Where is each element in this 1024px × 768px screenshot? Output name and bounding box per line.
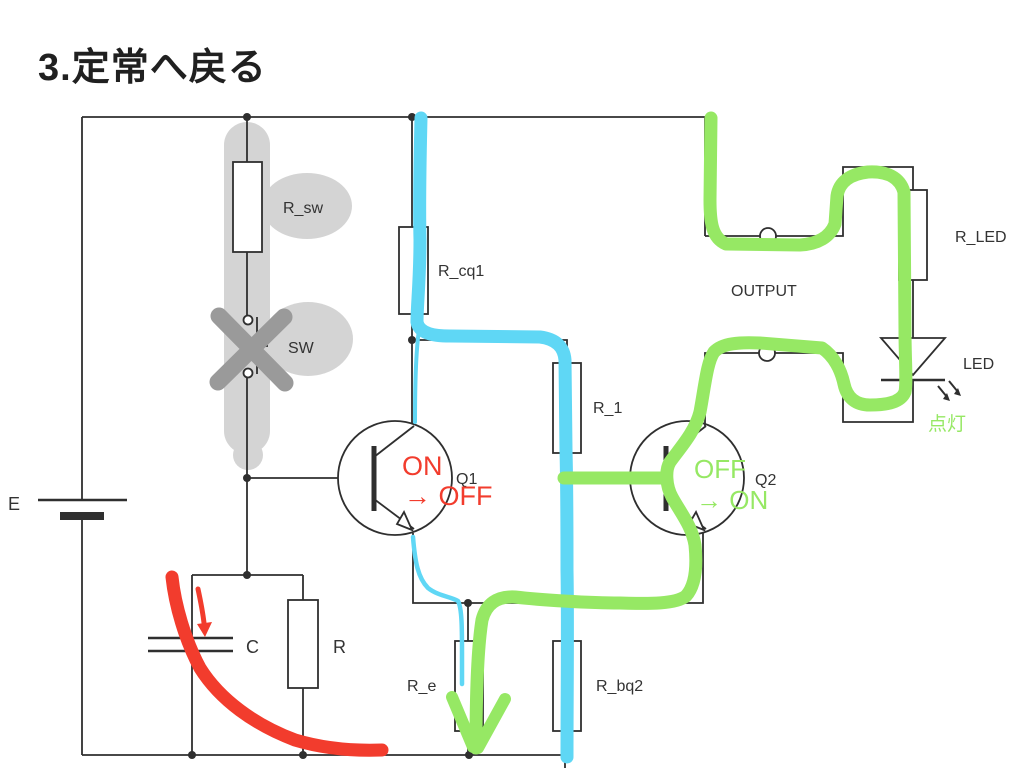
- label-r: R: [333, 637, 346, 657]
- label-r-sw: R_sw: [283, 200, 323, 217]
- resistor-r: [287, 599, 319, 689]
- label-battery-e: E: [8, 494, 20, 514]
- q1-change-text: → OFF: [404, 481, 493, 511]
- label-r-1: R_1: [593, 400, 622, 417]
- green-current-path: [446, 111, 913, 755]
- led-state-text: 点灯: [928, 413, 966, 435]
- red-discharge-annotation: [165, 570, 389, 757]
- resistor-r-sw: [232, 161, 263, 253]
- switch-branch: [232, 117, 268, 575]
- label-q2: Q2: [755, 472, 776, 489]
- q1-state-text: ON: [402, 451, 443, 481]
- label-r-led: R_LED: [955, 229, 1007, 246]
- led-emission-arrows-icon: [937, 380, 961, 401]
- cr-timing-network: [148, 574, 319, 755]
- battery-symbol: [38, 498, 127, 520]
- page-title: 3.定常へ戻る: [38, 47, 267, 89]
- label-output: OUTPUT: [731, 283, 797, 300]
- q2-change-text: → ON: [696, 485, 768, 515]
- junction-dots: [188, 113, 473, 759]
- label-sw: SW: [288, 340, 315, 357]
- transistor-q1-symbol: [337, 420, 453, 536]
- led-symbol: [879, 337, 961, 401]
- green-arrowhead: [446, 691, 511, 754]
- label-r-e: R_e: [407, 678, 436, 695]
- red-small-arrow: [195, 586, 207, 626]
- label-r-bq2: R_bq2: [596, 678, 643, 695]
- label-led: LED: [963, 356, 994, 373]
- q2-state-text: OFF: [694, 454, 746, 484]
- label-q1: Q1: [456, 471, 477, 488]
- switch-cancel-cross: [209, 307, 294, 392]
- blue-current-path: [410, 111, 574, 764]
- label-r-cq1: R_cq1: [438, 263, 484, 280]
- label-c: C: [246, 637, 259, 657]
